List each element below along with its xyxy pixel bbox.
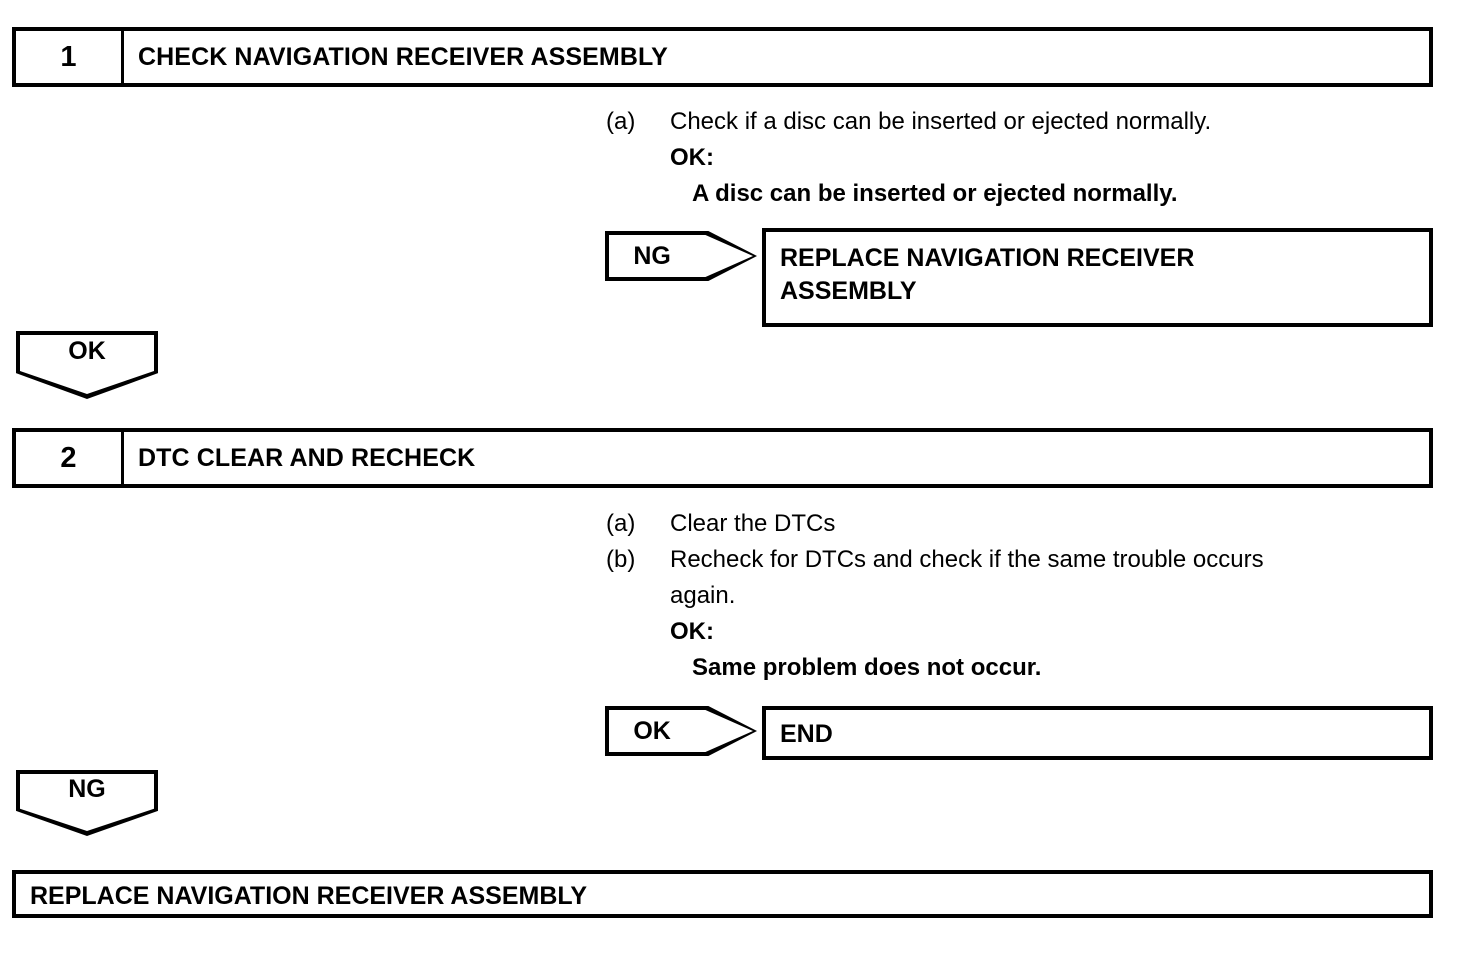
step-1-ok-label: OK — [68, 336, 106, 365]
step-2-title: DTC CLEAR AND RECHECK — [138, 443, 476, 472]
instruction-text: Check if a disc can be inserted or eject… — [670, 108, 1212, 135]
instruction-tag: (a) — [606, 510, 636, 537]
step-1-header: 1 CHECK NAVIGATION RECEIVER ASSEMBLY — [12, 27, 1433, 87]
instruction-text: Recheck for DTCs and check if the same t… — [670, 546, 1264, 573]
instruction-text-continued: again. — [670, 582, 736, 609]
step-2-ok-label: OK — [633, 716, 671, 745]
step-1-ng-target-box: REPLACE NAVIGATION RECEIVER ASSEMBLY — [762, 228, 1433, 327]
instruction-ok-label: OK: — [670, 144, 714, 171]
step-1-number: 1 — [16, 31, 124, 83]
step-2-header: 2 DTC CLEAR AND RECHECK — [12, 428, 1433, 488]
instruction-tag: (a) — [606, 108, 636, 135]
final-action-box: REPLACE NAVIGATION RECEIVER ASSEMBLY — [12, 870, 1433, 918]
end-box: END — [762, 706, 1433, 760]
step-1-title: CHECK NAVIGATION RECEIVER ASSEMBLY — [138, 42, 668, 71]
instruction-tag: (b) — [606, 546, 636, 573]
instruction-ok-label: OK: — [670, 618, 714, 645]
step-2-ng-arrow: NG — [16, 770, 158, 836]
step-2-number: 2 — [16, 432, 124, 484]
step-1-ok-arrow: OK — [16, 331, 158, 399]
step-1-ng-label: NG — [633, 241, 671, 270]
step-1-ng-arrow: NG — [605, 231, 757, 281]
instruction-ok-criteria: A disc can be inserted or ejected normal… — [692, 180, 1178, 207]
step-2-ok-arrow: OK — [605, 706, 757, 756]
instruction-ok-criteria: Same problem does not occur. — [692, 654, 1042, 681]
step-2-ng-label: NG — [68, 775, 106, 804]
instruction-text: Clear the DTCs — [670, 510, 836, 537]
